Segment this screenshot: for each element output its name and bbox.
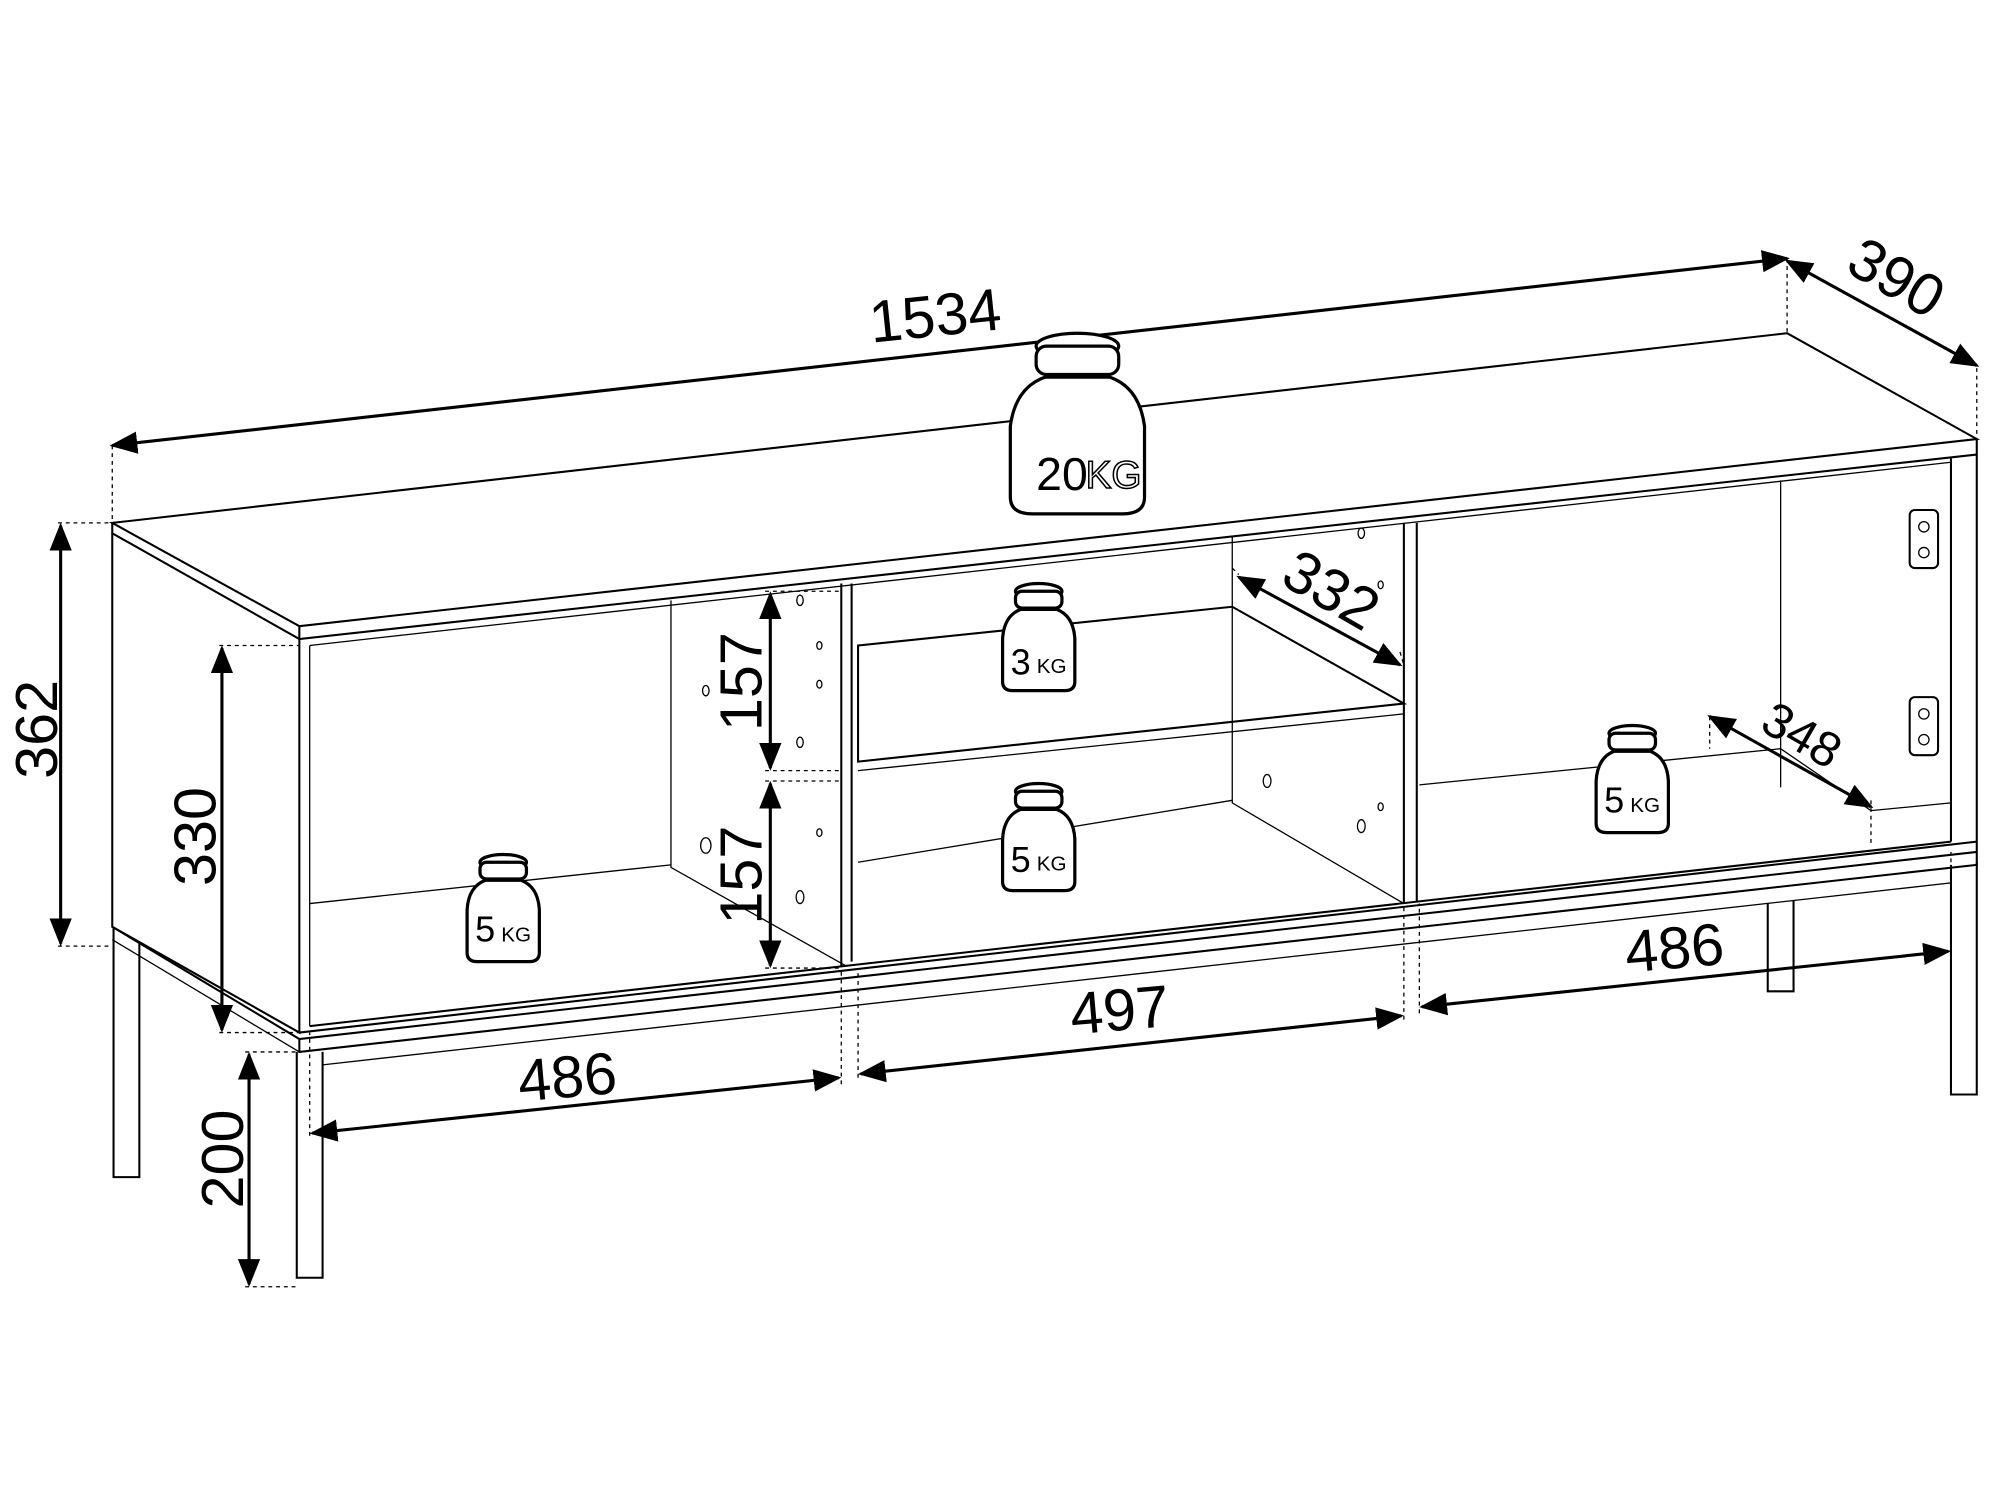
middle-shelf [857,605,1408,763]
left-divider [840,583,853,966]
hinge-icon [1908,696,1940,757]
svg-text:KG: KG [501,923,531,946]
leg-back-left [112,926,141,1179]
bottom-front-edge [299,840,1977,1034]
dim-line-right-width [1419,942,1952,1016]
weight-icon-left-bottom: 5 KG [465,852,541,964]
dim-shelf-lower: 157 [707,826,774,925]
dim-right-width: 486 [1622,910,1726,985]
svg-text:5: 5 [1011,839,1031,880]
leg-front-left [295,1051,324,1279]
dim-leg-height: 200 [189,1110,256,1209]
dim-total-width: 1534 [866,275,1004,355]
svg-text:20: 20 [1036,448,1088,500]
weight-icon-top: 20 KG [1008,331,1147,516]
dim-line-middle-width [857,1007,1405,1083]
leg-front-right [1949,862,1978,1096]
dim-body-height: 362 [3,680,70,779]
svg-text:KG: KG [1086,454,1142,497]
leg-back-right [1766,900,1795,993]
svg-text:3: 3 [1011,641,1031,682]
dim-line-left-width [309,1069,842,1142]
right-divider [1402,522,1418,904]
dim-line-shelf-depth [1236,575,1403,667]
dim-depth: 390 [1837,224,1956,332]
svg-text:5: 5 [475,908,495,949]
weight-icon-right-bottom: 5 KG [1594,723,1670,835]
dimension-lines [49,250,1980,1287]
svg-text:KG: KG [1037,655,1067,678]
svg-text:5: 5 [1604,779,1624,820]
svg-text:KG: KG [1037,852,1067,875]
left-side-panel [111,533,301,1035]
hinge-icon [1908,508,1940,570]
dim-line-total-width [109,250,1790,454]
weight-icon-middle-shelf: 3 KG [1000,581,1077,693]
dim-left-width: 486 [515,1039,619,1114]
svg-text:KG: KG [1630,794,1660,817]
dim-line-right-depth [1707,715,1874,809]
dim-shelf-upper: 157 [707,632,774,731]
dim-line-depth [1784,259,1980,367]
dim-inner-height: 330 [162,787,229,886]
weight-icon-middle-bottom: 5 KG [1000,781,1077,893]
right-side-panel [1949,454,1978,842]
dim-shelf-depth: 332 [1272,536,1391,644]
dim-right-depth: 348 [1753,692,1851,780]
dim-middle-width: 497 [1067,972,1171,1047]
cabinet-outline [108,332,1981,1279]
